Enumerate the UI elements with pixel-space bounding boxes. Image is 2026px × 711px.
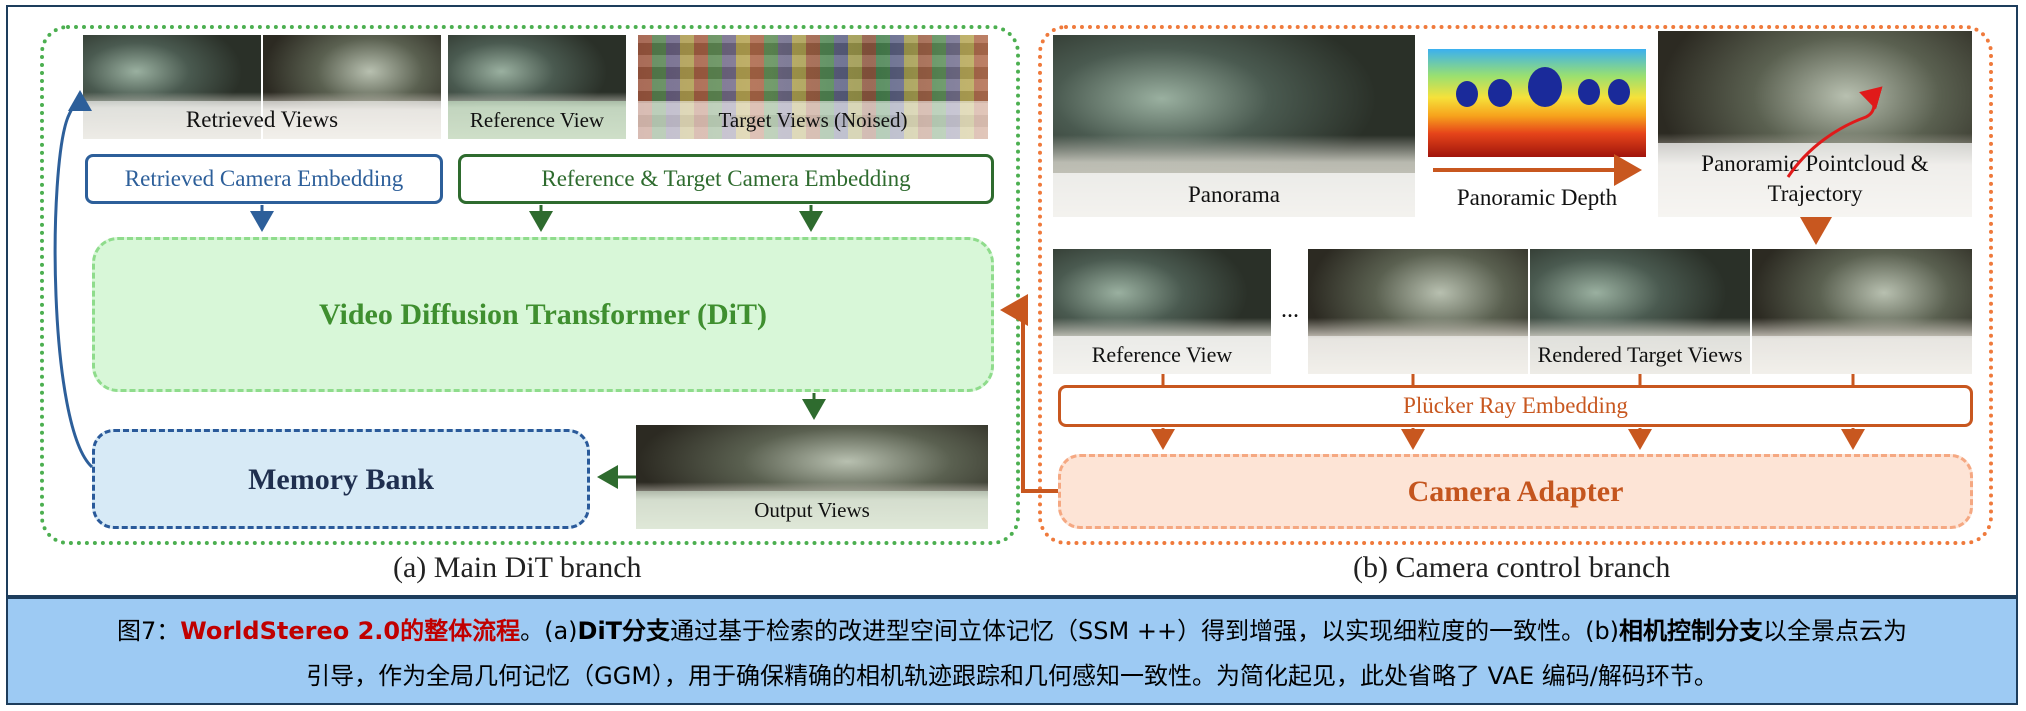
retrieved-views-label: Retrieved Views: [83, 101, 441, 139]
depth-blob: [1528, 67, 1562, 107]
camera-adapter: Camera Adapter: [1058, 454, 1973, 529]
output-views-label: Output Views: [636, 491, 988, 529]
main-dit-branch: [40, 25, 1020, 545]
caption-part-2: 通过基于检索的改进型空间立体记忆（SSM ++）得到增强，以实现细粒度的一致性。…: [670, 617, 1620, 645]
camera-control-branch: [1038, 25, 1993, 545]
pointcloud-label-line1: Panoramic Pointcloud &: [1701, 151, 1929, 176]
caption-fig-no: 图7：: [116, 617, 181, 645]
video-diffusion-transformer: Video Diffusion Transformer (DiT): [92, 237, 994, 392]
depth-blob: [1608, 79, 1630, 105]
panoramic-depth-image: [1428, 49, 1646, 157]
panorama-label: Panorama: [1053, 173, 1415, 217]
panorama-image: Panorama: [1053, 35, 1415, 217]
depth-blob: [1488, 79, 1512, 107]
output-views-image: Output Views: [636, 425, 988, 529]
caption-part-3: 以全景点云为: [1763, 617, 1908, 645]
panoramic-depth-label: Panoramic Depth: [1456, 185, 1618, 210]
caption-title: WorldStereo 2.0的整体流程: [180, 617, 521, 645]
caption-part-1: 。(a): [520, 617, 578, 645]
target-views-label: Target Views (Noised): [638, 101, 988, 139]
caption-line-2: 引导，作为全局几何记忆（GGM），用于确保精确的相机轨迹跟踪和几何感知一致性。为…: [306, 662, 1718, 690]
views-ellipsis: ...: [1281, 297, 1299, 323]
camera-branch-label: (b) Camera control branch: [1353, 551, 1671, 584]
pointcloud-label: Panoramic Pointcloud & Trajectory: [1658, 143, 1972, 217]
depth-blob: [1578, 79, 1600, 105]
arrow-adapter-to-dit: [1000, 294, 1058, 493]
figure-caption: 图7：WorldStereo 2.0的整体流程。(a)DiT分支通过基于检索的改…: [6, 597, 2018, 705]
pointcloud-trajectory-image: Panoramic Pointcloud & Trajectory: [1658, 31, 1972, 217]
depth-blob: [1456, 81, 1478, 107]
arrows-overlay: [53, 86, 1883, 493]
plucker-ray-embedding: Plücker Ray Embedding: [1058, 385, 1973, 427]
main-branch-label: (a) Main DiT branch: [393, 551, 642, 584]
ref-target-camera-embedding: Reference & Target Camera Embedding: [458, 154, 994, 204]
diagram-frame: Retrieved Views Reference View Target Vi…: [6, 5, 2018, 597]
caption-bold-camera: 相机控制分支: [1619, 617, 1764, 645]
camera-reference-view-label: Reference View: [1053, 336, 1271, 374]
rendered-target-views-caption-wrap: Rendered Target Views: [1308, 249, 1972, 374]
reference-view-label: Reference View: [448, 101, 626, 139]
trajectory-curve: [1786, 86, 1883, 178]
retrieved-views-caption-wrap: Retrieved Views: [83, 35, 441, 139]
pointcloud-label-line2: Trajectory: [1767, 181, 1863, 206]
retrieved-camera-embedding: Retrieved Camera Embedding: [85, 154, 443, 204]
camera-reference-view-image: Reference View: [1053, 249, 1271, 374]
arrow-memory-to-retrieved: [53, 90, 94, 469]
caption-bold-dit: DiT分支: [577, 617, 671, 645]
rendered-target-views-label: Rendered Target Views: [1308, 336, 1972, 374]
reference-view-image: Reference View: [448, 35, 626, 139]
target-views-noised-image: Target Views (Noised): [638, 35, 988, 139]
memory-bank: Memory Bank: [92, 429, 590, 529]
caption-line-1: 图7：WorldStereo 2.0的整体流程。(a)DiT分支通过基于检索的改…: [30, 609, 1994, 654]
